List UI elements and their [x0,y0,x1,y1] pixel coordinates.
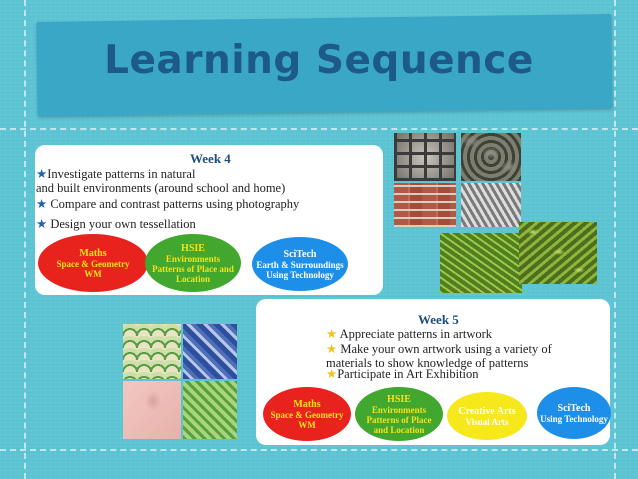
week4-item-2: ★ Compare and contrast patterns using ph… [36,197,300,211]
green-lattice-art [183,381,237,439]
week5-item-2: ★ Make your own artwork using a variety … [326,342,552,356]
hsie-oval: HSIE Environments Patterns of Place and … [145,234,241,292]
scitech-oval: SciTech Earth & Surroundings Using Techn… [252,237,348,291]
creative-arts-oval: Creative Arts Visual Arts [447,392,527,440]
blue-triangles-art [183,324,237,379]
hsie-oval: HSIE Environments Patterns of Place and … [355,387,443,441]
stitch-line-right [614,0,616,479]
page-title: Learning Sequence [104,38,534,83]
star-icon: ★ [326,342,338,356]
scallop-pattern-art [123,324,181,379]
brick-wall-photo [394,183,456,227]
week4-heading: Week 4 [190,151,231,166]
star-icon: ★ [326,367,338,381]
curved-stripes-photo [461,183,521,227]
stitch-line-top [0,128,638,130]
star-icon: ★ [36,217,48,231]
week5-item-1: ★ Appreciate patterns in artwork [326,327,493,341]
star-icon: ★ [36,167,48,181]
stone-pattern-photo [461,133,521,181]
scitech-oval: SciTech Using Technology [537,387,611,439]
star-icon: ★ [36,197,48,211]
fern-leaves-photo [519,222,597,284]
week5-item-3: ★Participate in Art Exhibition [326,367,479,381]
stitch-line-bottom [0,449,638,451]
stitch-line-left [24,0,26,479]
maths-oval: Maths Space & Geometry WM [263,387,351,441]
week4-item-3: ★ Design your own tessellation [36,217,196,231]
week5-item-2-cont: materials to show knowledge of patterns [326,356,529,370]
week5-heading: Week 5 [418,312,459,327]
maths-oval: Maths Space & Geometry WM [38,234,148,292]
week4-item-1-cont: and built environments (around school an… [36,181,286,195]
week4-item-1: ★Investigate patterns in natural [36,167,196,181]
palm-leaf-photo [440,233,522,293]
star-icon: ★ [326,327,338,341]
pink-tile-art [123,381,181,439]
glass-blocks-photo [394,133,456,181]
